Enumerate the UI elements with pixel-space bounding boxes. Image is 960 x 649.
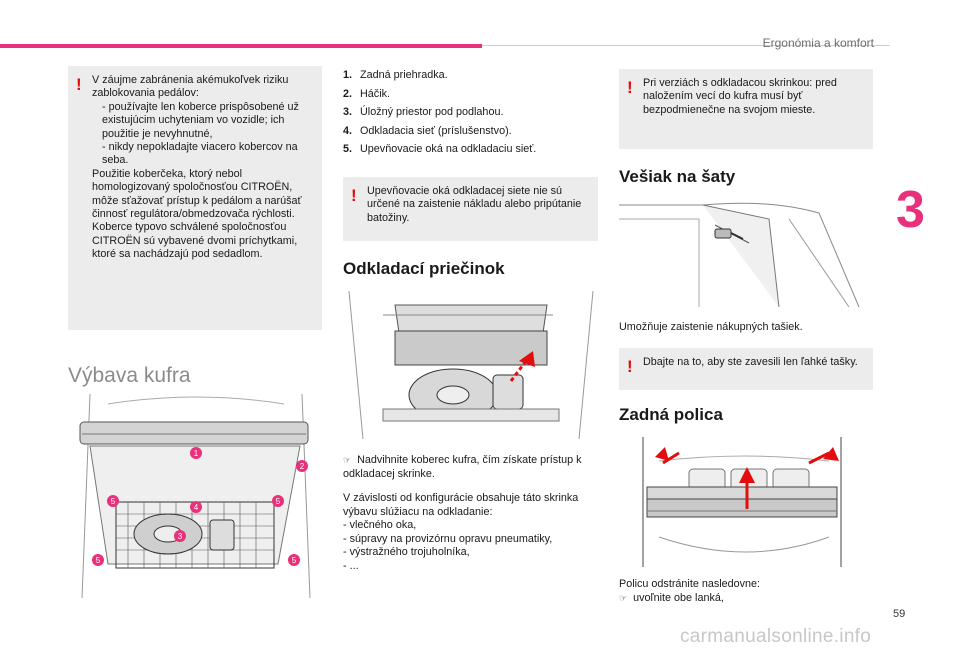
svg-text:5: 5 xyxy=(111,497,116,506)
rear-shelf-caption: Policu odstránite nasledovne: xyxy=(619,578,761,590)
svg-text:5: 5 xyxy=(292,556,297,565)
list-item: 2. Háčik. xyxy=(343,87,390,100)
coat-hook-caption: Umožňuje zaistenie nákupných tašiek. xyxy=(619,321,803,333)
svg-text:5: 5 xyxy=(96,556,101,565)
header-accent-bar xyxy=(0,44,482,48)
list-item: 1. Zadná priehradka. xyxy=(343,69,448,81)
svg-text:5: 5 xyxy=(276,497,281,506)
list-item: 5. Upevňovacie oká na odkladaciu sieť. xyxy=(343,143,537,156)
rear-shelf-illustration xyxy=(619,437,875,567)
coat-hook-illustration xyxy=(619,199,875,307)
page-number: 59 xyxy=(893,608,906,620)
watermark: carmanualsonline.info xyxy=(680,626,872,647)
rear-shelf-text: Policu odstránite nasledovne: ☞uvoľnite … xyxy=(619,578,875,605)
warning-text: Upevňovacie oká odkladacej siete nie sú … xyxy=(367,185,582,224)
warning-box-bags: ! Dbajte na to, aby ste zavesili len ľah… xyxy=(619,348,873,390)
storage-paragraph: V závislosti od konfigurácie obsahuje tá… xyxy=(343,492,579,572)
finger-pointer-icon: ☞ xyxy=(343,455,352,465)
header-rule xyxy=(482,45,890,46)
storage-instruction: ☞Nadvihnite koberec kufra, čím získate p… xyxy=(343,454,582,480)
trunk-equipment-illustration: 1 2 3 4 5 5 5 5 xyxy=(68,394,324,598)
warning-text: - používajte len koberce prispôsobené už… xyxy=(102,100,299,140)
list-item: 3. Úložný priestor pod podlahou. xyxy=(343,106,504,119)
warning-text: Použitie koberčeka, ktorý nebol homologi… xyxy=(92,167,302,221)
list-item: 4. Odkladacia sieť (príslušenstvo). xyxy=(343,124,512,137)
warning-text: Koberce typovo schválené spoločnosťou CI… xyxy=(92,221,298,261)
trunk-equipment-list: 1. Zadná priehradka. 2. Háčik. 3. Úložný… xyxy=(343,69,598,162)
finger-pointer-icon: ☞ xyxy=(619,592,628,603)
section-title-coat-hook: Vešiak na šaty xyxy=(619,167,736,186)
warning-text: Pri verziách s odkladacou skrinkou: pred… xyxy=(643,77,837,116)
warning-text: V záujme zabránenia akémukoľvek riziku z… xyxy=(92,74,289,100)
warning-icon: ! xyxy=(627,357,633,376)
section-title-storage: Odkladací priečinok xyxy=(343,259,505,278)
page-section-title: Ergonómia a komfort xyxy=(762,36,874,50)
chapter-number: 3 xyxy=(896,181,925,239)
warning-icon: ! xyxy=(76,75,82,94)
section-title-rear-shelf: Zadná polica xyxy=(619,405,723,424)
rear-shelf-step: ☞uvoľnite obe lanká, xyxy=(619,591,724,604)
warning-icon: ! xyxy=(351,186,357,205)
storage-compartment-illustration xyxy=(343,291,599,439)
warning-box-pedals: ! V záujme zabránenia akémukoľvek riziku… xyxy=(68,66,322,330)
warning-text: Dbajte na to, aby ste zavesili len ľahké… xyxy=(643,356,858,368)
warning-box-storage: ! Pri verziách s odkladacou skrinkou: pr… xyxy=(619,69,873,149)
svg-text:3: 3 xyxy=(178,532,183,541)
warning-text: - nikdy nepokladajte viacero kobercov na… xyxy=(102,141,298,167)
svg-text:1: 1 xyxy=(194,449,199,458)
warning-box-net: ! Upevňovacie oká odkladacej siete nie s… xyxy=(343,177,598,241)
section-title-trunk: Výbava kufra xyxy=(68,364,191,387)
svg-text:4: 4 xyxy=(194,503,199,512)
callout-markers: 1 2 3 4 5 5 5 5 xyxy=(92,447,308,566)
warning-icon: ! xyxy=(627,78,633,97)
svg-text:2: 2 xyxy=(300,462,305,471)
